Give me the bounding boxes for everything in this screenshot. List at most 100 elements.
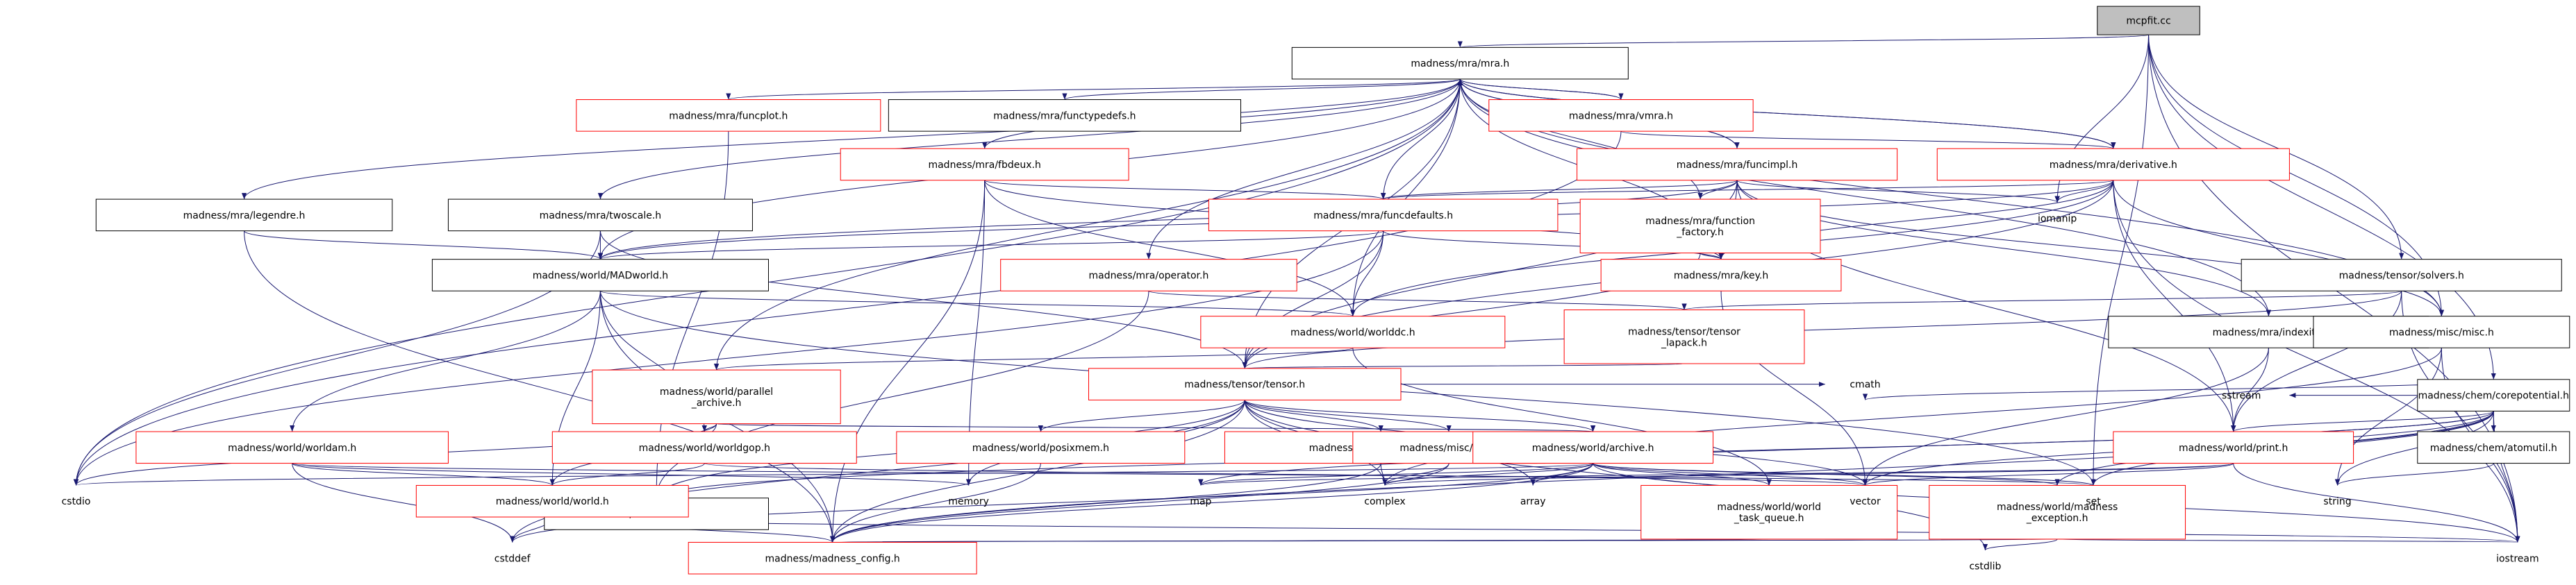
- edge-worldgop-to-world: [549, 463, 705, 486]
- node-derivative[interactable]: madness/mra/derivative.h: [1936, 148, 2290, 181]
- node-label: set: [2086, 496, 2101, 507]
- node-operator[interactable]: madness/mra/operator.h: [1000, 259, 1297, 291]
- node-madness_config[interactable]: madness/madness_config.h: [688, 541, 977, 575]
- node-string: string: [2323, 496, 2351, 507]
- edge-funcplot-to-constants: [654, 131, 729, 498]
- node-box-print: [2113, 431, 2354, 464]
- edge-mra-to-function_factory: [1459, 78, 1703, 200]
- node-world[interactable]: madness/world/world.h: [415, 484, 689, 518]
- node-label: iomanip: [2038, 213, 2077, 224]
- edge-legendre-to-madness_config: [244, 230, 836, 543]
- edge-tensor-to-archive: [1244, 399, 1596, 432]
- node-box-madness_config: [688, 541, 977, 575]
- node-tensor[interactable]: madness/tensor/tensor.h: [1088, 368, 1402, 400]
- edge-mra-to-worlddc: [1350, 78, 1461, 316]
- edge-madness_exception-to-cstdlib: [1982, 539, 2058, 551]
- node-label: madness/mra/mra.h: [1411, 58, 1509, 69]
- node-label: vector: [1850, 496, 1881, 507]
- node-box-mcpfit: [2097, 6, 2200, 35]
- node-label: madness/world/MADworld.h: [533, 270, 668, 281]
- node-label: madness/tensor/tensor.h: [1184, 380, 1305, 391]
- node-box-derivative: [1936, 148, 2290, 181]
- node-madness_exception[interactable]: madness/world/madness_exception.h: [1929, 484, 2186, 540]
- edge-atomutil-to-string: [2335, 463, 2494, 486]
- edge-print-to-iostream: [2233, 463, 2520, 543]
- edge-worlddc-to-parallel_archive: [714, 347, 1354, 371]
- node-box-vmra: [1488, 99, 1754, 132]
- node-label: madness/world/worldam.h: [228, 443, 356, 454]
- node-label: madness/misc/misc.h: [2389, 327, 2494, 338]
- edge-fbdeux-to-worlddc: [984, 180, 1356, 316]
- edge-solvers-to-print: [2231, 291, 2402, 432]
- node-box-posixmem: [896, 431, 1186, 464]
- edge-tensor-to-ran: [1244, 400, 1452, 432]
- node-label: madness/mra/derivative.h: [2050, 160, 2177, 171]
- node-box-world_task_queue: [1640, 484, 1898, 540]
- node-legendre[interactable]: madness/mra/legendre.h: [95, 198, 393, 232]
- edge-funcimpl-to-function_factory: [1697, 180, 1738, 200]
- node-box-fbdeux: [840, 148, 1129, 181]
- node-twoscale[interactable]: madness/mra/twoscale.h: [447, 198, 753, 232]
- edge-worldam-to-cstddef: [292, 463, 515, 543]
- node-madworld[interactable]: madness/world/MADworld.h: [431, 259, 769, 291]
- node-label: madness/mra/twoscale.h: [540, 210, 662, 221]
- edge-worldam-to-world: [292, 463, 555, 486]
- node-function_factory[interactable]: madness/mra/function_factory.h: [1579, 198, 1821, 254]
- node-label: cstdlib: [1969, 561, 2001, 573]
- node-solvers[interactable]: madness/tensor/solvers.h: [2241, 259, 2562, 291]
- node-atomutil[interactable]: madness/chem/atomutil.h: [2417, 431, 2570, 464]
- node-funcimpl[interactable]: madness/mra/funcimpl.h: [1577, 148, 1898, 181]
- node-memory: memory: [948, 496, 989, 507]
- node-iostream: iostream: [2496, 553, 2539, 564]
- node-array: array: [1520, 496, 1546, 507]
- node-box-functypedefs: [888, 99, 1241, 132]
- edge-derivative-to-iomanip: [2054, 180, 2114, 203]
- edge-archive-to-complex: [1382, 463, 1594, 486]
- edge-derivative-to-print: [2113, 180, 2236, 432]
- node-misc[interactable]: madness/misc/misc.h: [2313, 316, 2570, 348]
- node-box-worlddc: [1200, 316, 1506, 348]
- node-worldgop[interactable]: madness/world/worldgop.h: [551, 431, 857, 464]
- edge-indexit-to-vector: [1862, 348, 2269, 486]
- node-box-operator: [1000, 259, 1297, 291]
- node-box-funcplot: [576, 99, 881, 132]
- edge-solvers-to-tensor: [1242, 291, 2402, 368]
- node-parallel_archive[interactable]: madness/world/parallel_archive.h: [592, 369, 841, 425]
- node-cmath: cmath: [1850, 380, 1880, 391]
- node-worlddc[interactable]: madness/world/worlddc.h: [1200, 316, 1506, 348]
- edge-solvers-to-tensor_lapack: [1682, 290, 2402, 311]
- node-label: madness/tensor/tensor: [1628, 326, 1740, 337]
- node-funcplot[interactable]: madness/mra/funcplot.h: [576, 99, 881, 132]
- node-posixmem[interactable]: madness/world/posixmem.h: [896, 431, 1186, 464]
- node-archive[interactable]: madness/world/archive.h: [1472, 431, 1714, 464]
- node-worldam[interactable]: madness/world/worldam.h: [135, 431, 449, 464]
- node-mra[interactable]: madness/mra/mra.h: [1291, 46, 1629, 80]
- node-box-funcimpl: [1577, 148, 1898, 181]
- node-corepotential[interactable]: madness/chem/corepotential.h: [2417, 379, 2570, 412]
- node-tensor_lapack[interactable]: madness/tensor/tensor_lapack.h: [1563, 310, 1805, 364]
- edge-fbdeux-to-funcdefaults: [984, 180, 1386, 200]
- node-mcpfit[interactable]: mcpfit.cc: [2097, 6, 2200, 35]
- node-box-worldgop: [551, 431, 857, 464]
- edge-tensor-to-basetensor: [1244, 400, 1383, 432]
- edge-indexit-to-print: [2231, 348, 2269, 432]
- node-box-madworld: [431, 259, 769, 291]
- edge-madworld-to-worlddc: [599, 290, 1355, 317]
- node-box-key: [1600, 259, 1842, 291]
- node-print[interactable]: madness/world/print.h: [2113, 431, 2354, 464]
- node-label: complex: [1364, 496, 1405, 507]
- node-vmra[interactable]: madness/mra/vmra.h: [1488, 99, 1754, 132]
- edge-worlddc-to-world_task_queue: [1352, 348, 1772, 486]
- node-funcdefaults[interactable]: madness/mra/funcdefaults.h: [1208, 198, 1559, 232]
- node-key[interactable]: madness/mra/key.h: [1600, 259, 1842, 291]
- edge-archive-to-map: [1198, 463, 1594, 486]
- edge-function_factory-to-key: [1700, 253, 1724, 260]
- node-label: madness/mra/fbdeux.h: [928, 160, 1040, 171]
- edge-mra-to-twoscale: [597, 78, 1461, 200]
- node-world_task_queue[interactable]: madness/world/world_task_queue.h: [1640, 484, 1898, 540]
- node-functypedefs[interactable]: madness/mra/functypedefs.h: [888, 99, 1241, 132]
- node-fbdeux[interactable]: madness/mra/fbdeux.h: [840, 148, 1129, 181]
- edge-derivative-to-iostream: [2113, 180, 2520, 543]
- edge-mra-to-funcplot: [726, 78, 1461, 100]
